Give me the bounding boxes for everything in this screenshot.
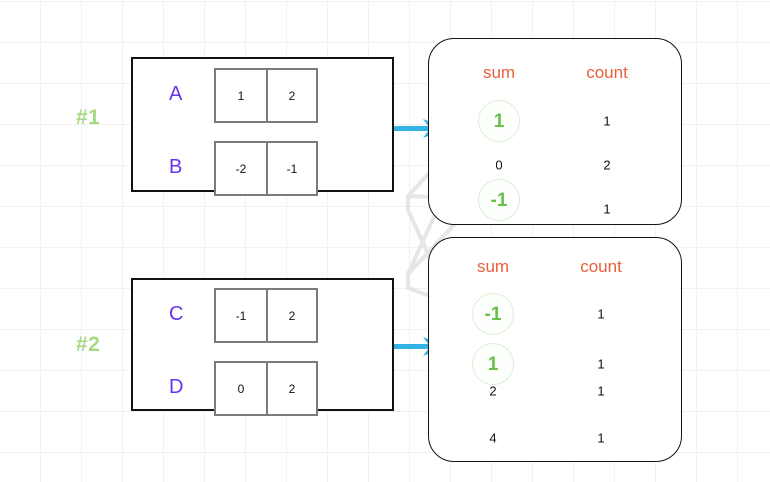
cell-a-1: 2 (266, 70, 316, 121)
column-header-count-2: count (580, 257, 622, 276)
column-header-sum-2: sum (476, 257, 510, 276)
cell-c-1: 2 (266, 290, 316, 341)
row-label-c: C (169, 303, 184, 325)
count-value-2-2: 1 (597, 383, 605, 399)
count-value-1-0: 1 (603, 113, 611, 129)
group-tag-2: #2 (76, 333, 101, 356)
count-value-2-3: 1 (597, 430, 605, 446)
cell-b-0: -2 (235, 161, 247, 176)
sum-value-2-1: 1 (472, 343, 514, 385)
row-label-b: B (169, 156, 183, 178)
count-value-2-1: 1 (597, 356, 605, 372)
cellpair-b: -2 -1 (214, 141, 318, 196)
cellpair-c: -1 2 (214, 288, 318, 343)
count-value-1-1: 2 (603, 157, 611, 173)
column-header-count-1: count (586, 63, 628, 82)
count-value-2-0: 1 (597, 306, 605, 322)
sum-value-2-2: 2 (489, 383, 497, 399)
sum-value-2-0: -1 (472, 293, 514, 335)
cell-c-0: -1 (235, 308, 247, 323)
sum-value-1-1: 0 (495, 157, 503, 173)
row-label-a: A (169, 83, 183, 105)
cell-d-0: 0 (237, 381, 245, 396)
column-header-sum-1: sum (482, 63, 516, 82)
cellpair-a: 1 2 (214, 68, 318, 123)
source-panel-group-2: C -1 2 D 0 2 (131, 278, 394, 416)
aggregate-panel-1: sum count 1 1 0 2 -1 1 (428, 38, 682, 225)
sum-value-1-0: 1 (478, 100, 520, 142)
cell-d-1: 2 (266, 363, 316, 414)
count-value-1-2: 1 (603, 201, 611, 217)
cell-b-1: -1 (266, 143, 316, 194)
sum-value-2-3: 4 (489, 430, 497, 446)
cell-a-0: 1 (237, 88, 245, 103)
row-label-d: D (169, 376, 184, 398)
aggregate-panel-2: sum count -1 1 1 1 2 1 4 1 (428, 237, 682, 462)
source-panel-group-1: A 1 2 B -2 -1 (131, 57, 394, 196)
sum-value-1-2: -1 (478, 179, 520, 221)
group-tag-1: #1 (76, 106, 101, 129)
cellpair-d: 0 2 (214, 361, 318, 416)
